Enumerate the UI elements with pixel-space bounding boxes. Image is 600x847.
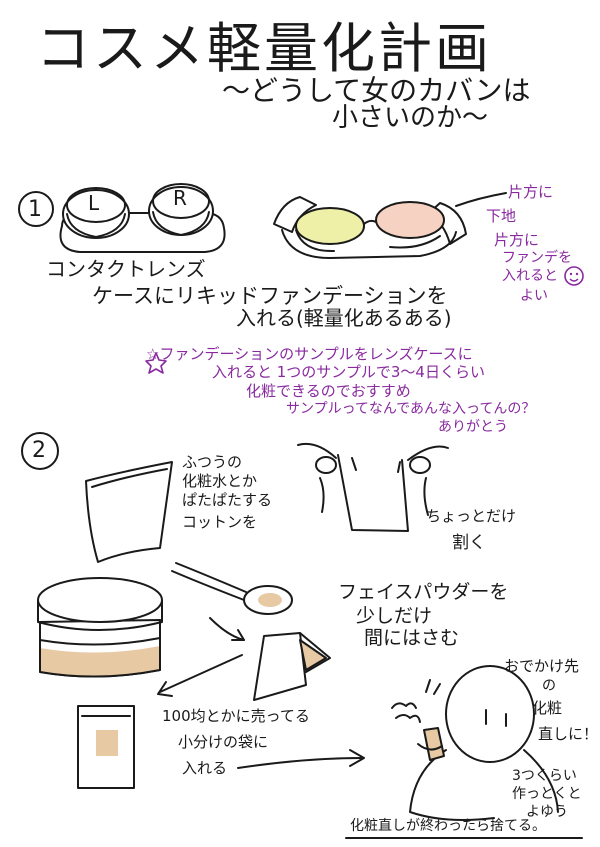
make-note-2: 作っとくと: [512, 786, 582, 802]
spoon-icon: [172, 563, 292, 614]
smiley-icon: [565, 267, 583, 285]
star-note-2: 入れると 1つのサンプルで3〜4日くらい: [212, 363, 485, 381]
outing-note-2: の: [542, 678, 556, 694]
subtitle-line-2: 小さいのか〜: [332, 103, 489, 133]
side-note-4: ファンデを: [502, 250, 572, 266]
star-note-5: ありがとう: [438, 419, 508, 435]
star-note-1: ☆ファンデーションのサンプルをレンズケースに: [146, 345, 473, 363]
bag-note-1: 100均とかに売ってる: [162, 707, 310, 725]
zip-bag-icon: [78, 706, 134, 788]
side-note-3: 片方に: [494, 231, 540, 249]
case-left-label: L: [88, 191, 100, 215]
make-note-3: よゆう: [526, 804, 568, 820]
powder-note-2: 少しだけ: [356, 605, 433, 627]
page-title: コスメ軽量化計画: [36, 17, 492, 80]
cotton-pad-icon: [86, 462, 172, 562]
person-icon: [410, 666, 558, 820]
contact-lens-case-icon: [60, 184, 224, 252]
open-lens-case-icon: [274, 197, 466, 258]
section-1-circle: [19, 192, 53, 226]
side-note-2: 下地: [486, 207, 517, 225]
hands-tearing-icon: [298, 444, 448, 531]
cotton-note-1: ふつうの: [182, 453, 243, 471]
outing-note-1: おでかけ先: [504, 657, 580, 675]
case-right-label: R: [173, 186, 187, 210]
arrow-icon-3: [238, 758, 362, 768]
star-note-4: サンプルってなんであんな入ってんの？: [286, 401, 536, 417]
cotton-note-4: コットンを: [182, 513, 258, 531]
section-2-circle: [22, 433, 58, 469]
powder-jar-icon: [38, 578, 162, 677]
subtitle-line-1: 〜どうして女のカバンは: [222, 74, 531, 107]
section-1-number: 1: [28, 197, 42, 222]
cotton-note-2: 化粧水とか: [182, 472, 258, 490]
sparkle-icon: [392, 680, 440, 722]
folded-cotton-icon: [254, 633, 330, 700]
star-note-3: 化粧できるのでおすすめ: [246, 382, 411, 400]
bottom-note: 化粧直しが終わったら捨てる。: [350, 818, 546, 834]
side-note-5: 入れると: [502, 268, 558, 284]
side-note-6: よい: [520, 288, 548, 304]
side-note-1: 片方に: [508, 183, 554, 201]
bag-note-3: 入れる: [182, 759, 228, 777]
powder-note-3: 間にはさむ: [364, 627, 460, 649]
caption-line-2: ケースにリキッドファンデーションを: [92, 284, 448, 308]
tear-note-1: ちょっとだけ: [426, 507, 517, 525]
section-2-number: 2: [32, 438, 46, 463]
star-icon: [146, 353, 166, 373]
make-note-1: 3つくらい: [512, 768, 577, 784]
arrow-icon-2: [160, 655, 242, 692]
powder-note-1: フェイスパウダーを: [338, 581, 509, 603]
caption-line-1: コンタクトレンズ: [46, 257, 206, 281]
bag-note-2: 小分けの袋に: [178, 733, 269, 751]
cotton-note-3: ぱたぱたする: [182, 491, 273, 509]
caption-line-3: 入れる(軽量化あるある): [236, 306, 452, 330]
outing-note-4: 直しに！: [538, 725, 599, 743]
arrow-icon: [210, 618, 244, 640]
outing-note-3: 化粧: [532, 699, 563, 717]
tear-note-2: 割く: [452, 533, 486, 553]
